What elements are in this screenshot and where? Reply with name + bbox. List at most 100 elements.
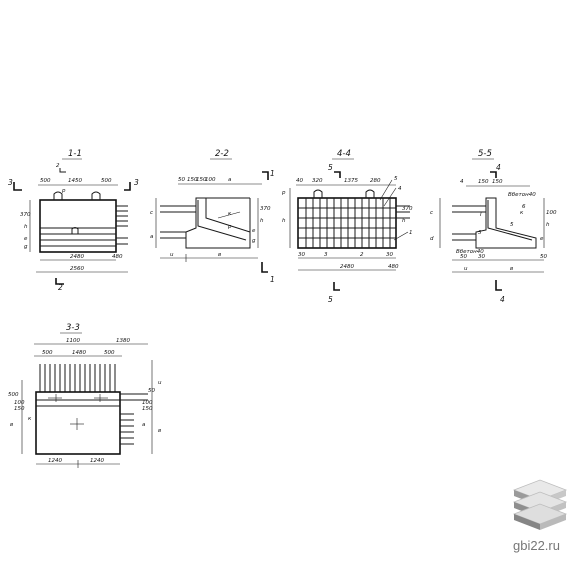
svg-text:500: 500 [42,350,53,356]
svg-text:4: 4 [398,186,402,192]
block-plan [35,391,121,455]
svg-text:1: 1 [409,230,413,236]
svg-text:150: 150 [492,179,503,185]
svg-text:3: 3 [324,252,328,258]
svg-text:g: g [252,238,256,244]
svg-text:e: e [252,228,256,234]
section-1-1: 1-1 2 3 3 500 1450 500 p [8,149,139,292]
cut-mark-top: 2 [56,163,60,169]
svg-text:h: h [402,218,406,224]
svg-text:h: h [282,218,286,224]
svg-text:370: 370 [260,206,271,212]
svg-text:4: 4 [460,179,464,185]
svg-text:100: 100 [14,400,25,406]
svg-text:e: e [540,236,544,242]
svg-text:5: 5 [394,176,398,182]
svg-text:p: p [281,190,286,196]
svg-text:1375: 1375 [344,178,358,184]
svg-text:1480: 1480 [72,350,86,356]
svg-text:p: p [227,224,232,230]
svg-text:150: 150 [196,177,207,183]
svg-text:30: 30 [478,254,485,260]
svg-text:в: в [158,428,161,434]
svg-text:h: h [546,222,550,228]
svg-text:1100: 1100 [66,338,80,344]
svg-text:500: 500 [40,178,51,184]
svg-text:500: 500 [101,178,112,184]
svg-text:2560: 2560 [70,266,84,272]
section-title: 2-2 [215,149,229,159]
reinforcement-frame [297,197,397,249]
svg-text:a: a [142,422,146,428]
cut-mark-bottom: 1 [270,275,275,284]
svg-text:a: a [228,177,232,183]
lifting-loop [53,191,63,200]
cross-section-profile [475,197,537,249]
lifting-loop [91,191,101,200]
svg-text:в: в [510,266,513,272]
svg-text:50: 50 [540,254,547,260]
svg-text:к: к [28,416,32,422]
concrete-label: Вбетон40 [508,192,536,198]
section-title: 4-4 [337,149,351,159]
concrete-label: Вбетон40 [456,249,484,255]
section-title: 1-1 [68,149,82,159]
cut-mark-bottom: 5 [328,295,333,304]
svg-text:a: a [150,234,154,240]
svg-text:150: 150 [14,406,25,412]
svg-text:30: 30 [386,252,393,258]
svg-text:280: 280 [370,178,381,184]
svg-text:e: e [24,236,28,242]
cut-mark-top: 5 [328,163,333,172]
svg-text:50: 50 [460,254,467,260]
cut-mark-bottom: 2 [58,283,63,292]
block-body [39,199,117,253]
svg-text:2: 2 [360,252,364,258]
svg-text:c: c [430,210,433,216]
stacked-slabs-logo-icon [512,479,568,530]
svg-text:2480: 2480 [340,264,354,270]
svg-text:100: 100 [205,177,216,183]
watermark-text: gbi22.ru [513,538,560,553]
cut-mark-left: 3 [8,178,13,187]
svg-text:1380: 1380 [116,338,130,344]
cut-mark-top: 1 [270,169,275,178]
cut-mark-top: 4 [496,163,501,172]
svg-text:320: 320 [312,178,323,184]
svg-text:u: u [158,380,162,386]
svg-text:u: u [170,252,174,258]
svg-text:I: I [480,212,482,218]
section-3-3: 3-3 1100 1380 500 1480 500 50 [8,323,162,468]
svg-text:g: g [24,244,28,250]
svg-text:500: 500 [104,350,115,356]
svg-text:5: 5 [510,222,514,228]
svg-text:h: h [260,218,264,224]
svg-text:30: 30 [298,252,305,258]
svg-text:h: h [24,224,28,230]
svg-text:c: c [150,210,153,216]
svg-text:d: d [430,236,434,242]
section-4-4: 4-4 5 40 320 1375 280 5 4 1 [281,149,413,304]
svg-text:150: 150 [187,177,198,183]
svg-text:1240: 1240 [48,458,62,464]
svg-text:к: к [520,210,524,216]
svg-text:50: 50 [178,177,185,183]
svg-text:100: 100 [546,210,557,216]
section-title: 5-5 [478,149,492,159]
svg-text:1450: 1450 [68,178,82,184]
svg-text:в: в [10,422,13,428]
cut-mark-bottom: 4 [500,295,505,304]
cut-mark-right: 3 [134,178,139,187]
svg-text:100: 100 [142,400,153,406]
svg-text:p: p [61,188,66,194]
section-2-2: 2-2 1 50 150 150 100 a c a 370 h e g к p [150,149,275,284]
section-5-5: 5-5 4 4 150 150 Вбетон40 I к 6 3 5 c d 1… [430,149,557,304]
svg-text:к: к [228,211,232,217]
svg-text:370: 370 [20,212,31,218]
svg-text:480: 480 [112,254,123,260]
svg-text:6: 6 [522,204,526,210]
svg-text:370: 370 [402,206,413,212]
svg-text:500: 500 [8,392,19,398]
svg-text:40: 40 [296,178,303,184]
